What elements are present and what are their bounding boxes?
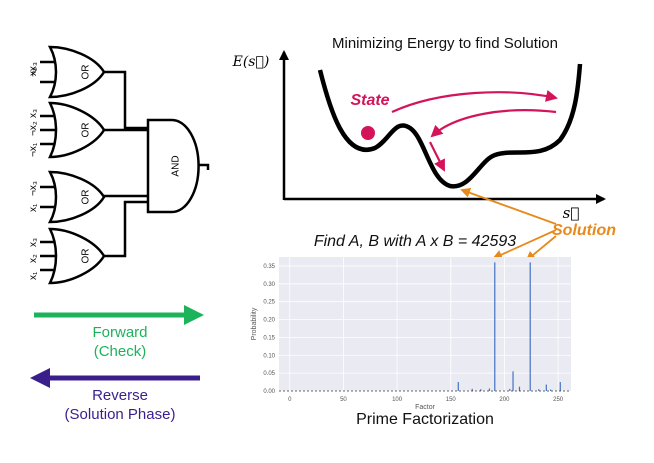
chart-y-axis-label: Probability bbox=[251, 307, 258, 340]
chart-x-tick-label: 100 bbox=[392, 397, 403, 403]
factor-equation: Find A, B with A x B = 42593 bbox=[313, 233, 517, 250]
or-gate-1 bbox=[40, 45, 106, 99]
or-1-input-2: ¬x₃ bbox=[28, 62, 39, 77]
or-gate-3-label: OR bbox=[81, 190, 92, 205]
chart-x-tick-label: 0 bbox=[288, 397, 292, 403]
reverse-label-line-1: Reverse bbox=[92, 387, 148, 404]
chart-bar bbox=[471, 388, 473, 391]
chart-x-tick-label: 50 bbox=[340, 397, 347, 403]
or-1-input-1: x₂ bbox=[28, 67, 39, 76]
energy-y-label: E(s⃗) bbox=[232, 54, 270, 70]
chart-y-tick-label: 0.25 bbox=[263, 300, 275, 306]
and-gate-label: AND bbox=[171, 155, 182, 176]
chart-bars bbox=[457, 262, 561, 391]
state-arrow-forward bbox=[391, 90, 558, 114]
or-gate-1-label: OR bbox=[81, 65, 92, 80]
wire-1 bbox=[104, 70, 150, 130]
or-gate-2 bbox=[40, 101, 106, 159]
reverse-label: Reverse (Solution Phase) bbox=[40, 386, 200, 424]
chart-bar bbox=[545, 384, 547, 391]
chart-x-tick-label: 150 bbox=[446, 397, 457, 403]
or-3-input-1: x₁ bbox=[28, 203, 39, 212]
state-label: State bbox=[350, 92, 390, 109]
or-4-input-1: x₁ bbox=[28, 271, 39, 280]
chart-y-tick-label: 0.15 bbox=[263, 335, 275, 341]
chart-y-tick-label: 0.05 bbox=[263, 371, 275, 377]
chart-y-tick-label: 0.30 bbox=[263, 282, 275, 288]
and-output-wire bbox=[198, 163, 210, 170]
chart-x-tick-label: 200 bbox=[499, 397, 510, 403]
chart-bar bbox=[457, 382, 459, 391]
or-2-input-2: ¬x₂ bbox=[28, 121, 39, 136]
chart-bar bbox=[494, 262, 496, 391]
forward-label-line-1: Forward bbox=[92, 324, 148, 341]
solution-label: Solution bbox=[552, 222, 616, 239]
chart-y-ticks: 0.00 0.05 0.10 0.15 0.20 0.25 0.30 0.35 bbox=[263, 264, 275, 395]
energy-curve bbox=[317, 63, 583, 189]
chart-bar bbox=[509, 388, 511, 391]
factor-chart: 0 50 100 150 200 250 0.00 0.05 0.10 0.15 0.20 0.25… bbox=[251, 257, 571, 411]
reverse-arrow-head bbox=[30, 368, 50, 388]
or-gate-4 bbox=[40, 227, 106, 285]
state-arrow-down bbox=[429, 141, 445, 172]
bottom-title: Prime Factorization bbox=[356, 411, 494, 428]
chart-y-tick-label: 0.10 bbox=[263, 353, 275, 359]
energy-x-label: s⃗ bbox=[562, 204, 580, 222]
solution-pointer-bar-1 bbox=[492, 229, 557, 260]
or-2-input-1: ¬x₁ bbox=[28, 142, 39, 157]
or-3-input-2: ¬x₃ bbox=[28, 181, 39, 196]
chart-bar bbox=[488, 388, 491, 391]
chart-bar bbox=[559, 382, 561, 391]
solution-pointer-bar-2 bbox=[525, 235, 557, 262]
chart-bar bbox=[550, 389, 552, 391]
reverse-label-line-2: (Solution Phase) bbox=[64, 406, 176, 423]
chart-x-axis-label: Factor bbox=[415, 404, 436, 411]
forward-label-line-2: (Check) bbox=[93, 343, 147, 360]
chart-y-tick-label: 0.00 bbox=[263, 389, 275, 395]
or-4-input-2: x₂ bbox=[28, 254, 39, 263]
chart-grid bbox=[279, 257, 571, 392]
wire-4 bbox=[104, 200, 150, 258]
chart-y-tick-label: 0.20 bbox=[263, 318, 275, 324]
solution-pointer-energy bbox=[460, 188, 557, 225]
chart-bar bbox=[512, 371, 514, 391]
forward-label: Forward (Check) bbox=[60, 323, 180, 361]
state-arrow-back bbox=[430, 109, 557, 138]
forward-arrow-head bbox=[184, 305, 204, 325]
state-marker bbox=[361, 126, 375, 140]
or-gate-4-label: OR bbox=[81, 249, 92, 264]
or-gate-2-label: OR bbox=[81, 123, 92, 138]
or-2-input-3: x₃ bbox=[28, 109, 39, 118]
chart-bar bbox=[518, 386, 521, 391]
chart-plot-area bbox=[279, 257, 571, 391]
or-gate-3 bbox=[40, 170, 106, 224]
logic-circuit bbox=[104, 70, 210, 258]
chart-bar bbox=[480, 389, 482, 391]
chart-bar bbox=[538, 389, 540, 391]
and-gate bbox=[146, 118, 200, 214]
chart-y-tick-label: 0.35 bbox=[263, 264, 275, 270]
or-4-input-3: x₃ bbox=[28, 238, 39, 247]
chart-bar bbox=[529, 262, 531, 391]
chart-x-ticks: 0 50 100 150 200 250 bbox=[288, 397, 564, 403]
chart-x-tick-label: 250 bbox=[553, 397, 564, 403]
energy-title: Minimizing Energy to find Solution bbox=[332, 35, 558, 52]
